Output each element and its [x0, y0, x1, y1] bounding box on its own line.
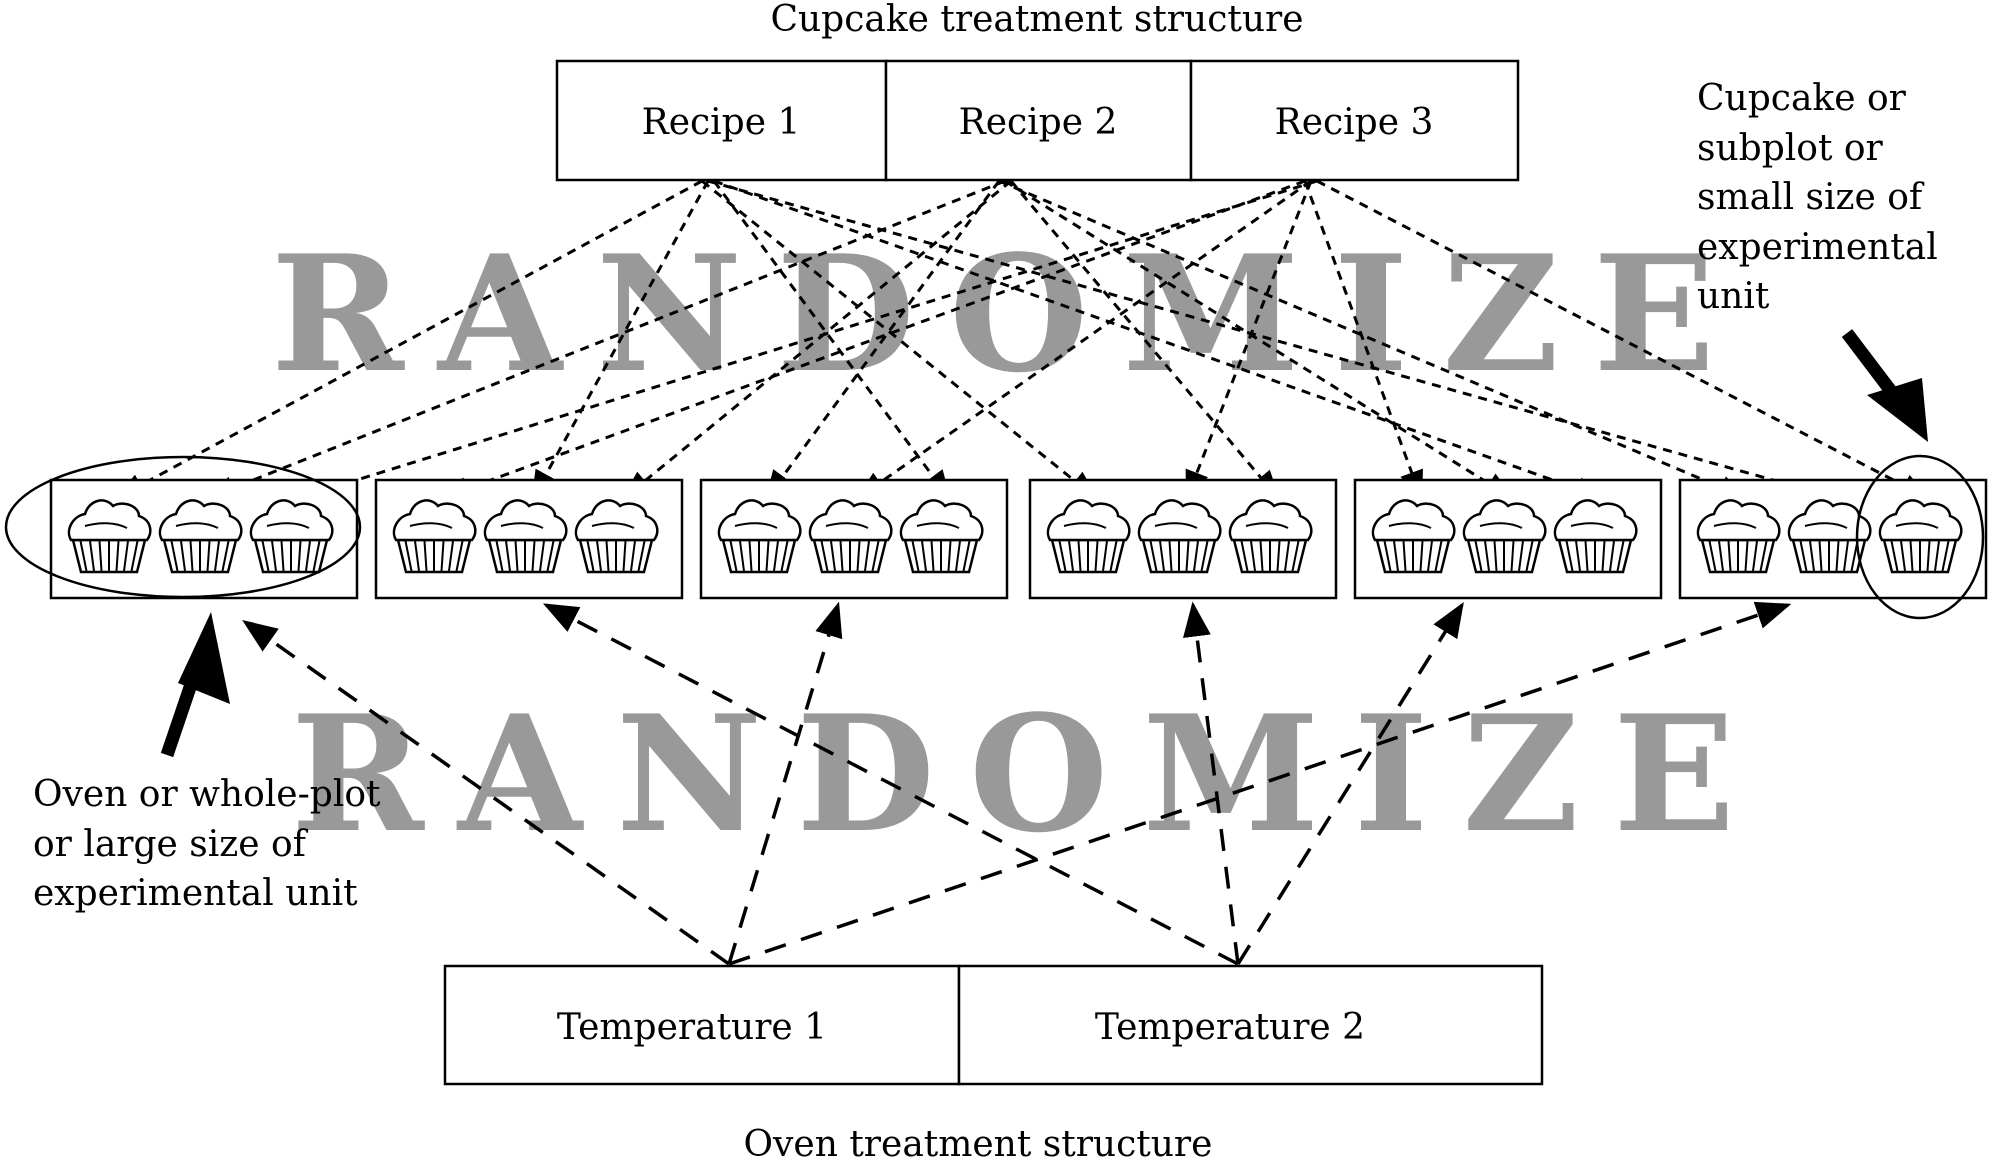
recipe-assignment-line	[712, 180, 951, 501]
oven-box	[374, 478, 684, 600]
recipe-label-2: Recipe 2	[959, 102, 1118, 143]
oven-box	[1678, 478, 1988, 600]
whole-plot-pointer-arrow	[160, 612, 230, 758]
recipe-assignment-line	[1009, 180, 1280, 501]
oven-box	[1028, 478, 1338, 600]
subplot-highlight-ellipse	[1855, 454, 1985, 620]
whole-plot-annotation: Oven or whole-plot or large size of expe…	[33, 612, 381, 914]
randomize-watermark-upper: RANDOMIZE	[271, 220, 1749, 408]
randomize-watermark-lower: RANDOMIZE	[291, 680, 1769, 868]
recipe-assignment-line	[701, 179, 1099, 500]
recipe-assignment-line	[1316, 179, 1931, 500]
recipe-randomization-lines	[114, 179, 1931, 503]
recipe-boxes: Recipe 1 Recipe 2 Recipe 3	[555, 59, 1520, 182]
recipe-assignment-line	[707, 179, 1840, 503]
recipe-box-1	[555, 59, 888, 182]
oven-assignment-line	[727, 601, 843, 965]
temperature-boxes: Temperature 1 Temperature 2	[443, 964, 1544, 1086]
subplot-note-line-5: unit	[1697, 276, 1770, 317]
recipe-assignment-line	[1303, 180, 1423, 501]
oven-assignment-line	[728, 601, 1792, 966]
cupcake-icon	[717, 499, 802, 574]
recipe-assignment-line	[296, 179, 1318, 502]
cupcake-icon	[67, 499, 152, 574]
oven-randomization-lines	[242, 601, 1792, 966]
whole-plot-highlight-ellipse	[4, 455, 362, 599]
oven-box	[699, 478, 1009, 600]
cupcake-icon	[1553, 499, 1638, 574]
cupcake-icon	[1787, 499, 1872, 574]
cupcake-icon	[808, 499, 893, 574]
recipe-assignment-line	[621, 179, 1012, 500]
recipe-assignment-line	[1185, 180, 1313, 501]
subplot-note-line-4: experimental	[1697, 227, 1938, 268]
recipe-assignment-line	[1004, 179, 1515, 500]
oven-boxes	[49, 478, 1988, 600]
oven-box	[49, 478, 359, 600]
cupcake-icon	[158, 499, 243, 574]
cupcake-icon	[1462, 499, 1547, 574]
recipe-assignment-line	[713, 179, 1606, 501]
oven-box	[1353, 478, 1663, 600]
recipe-assignment-line	[998, 179, 1749, 500]
temperature-box-2	[957, 964, 1544, 1086]
subplot-pointer-arrow	[1841, 329, 1928, 442]
recipe-assignment-line	[765, 180, 1001, 501]
recipe-label-3: Recipe 3	[1275, 102, 1434, 143]
whole-plot-note-line-3: experimental unit	[33, 873, 358, 914]
cupcake-icon	[574, 499, 659, 574]
cupcake-icon	[1878, 499, 1963, 574]
whole-plot-note-line-1: Oven or whole-plot	[33, 774, 381, 815]
cupcake-icon	[392, 499, 477, 574]
cupcake-icon	[1371, 499, 1456, 574]
recipe-box-3	[1189, 59, 1520, 182]
oven-assignment-line	[1236, 602, 1464, 965]
cupcake-icon	[1696, 499, 1781, 574]
subplot-annotation: Cupcake or subplot or small size of expe…	[1697, 78, 1938, 442]
cupcake-icon	[249, 499, 334, 574]
temperature-label-1: Temperature 1	[557, 1007, 827, 1048]
oven-treatment-caption: Oven treatment structure	[744, 1124, 1213, 1165]
cupcake-icon	[483, 499, 568, 574]
temperature-label-2: Temperature 2	[1095, 1007, 1365, 1048]
recipe-assignment-line	[531, 180, 710, 501]
cupcake-icon	[1228, 499, 1313, 574]
cupcake-icon	[1046, 499, 1131, 574]
temperature-box-1	[443, 964, 961, 1086]
whole-plot-note-line-2: or large size of	[33, 824, 309, 865]
cupcake-icon	[1137, 499, 1222, 574]
oven-assignment-line	[542, 603, 1239, 966]
subplot-note-line-1: Cupcake or	[1697, 78, 1907, 119]
subplot-note-line-2: subplot or	[1697, 128, 1884, 169]
cupcake-treatment-caption: Cupcake treatment structure	[770, 0, 1303, 40]
subplot-note-line-3: small size of	[1697, 177, 1925, 218]
recipe-label-1: Recipe 1	[642, 102, 801, 143]
recipe-assignment-line	[855, 179, 1312, 500]
cupcake-icon	[899, 499, 984, 574]
